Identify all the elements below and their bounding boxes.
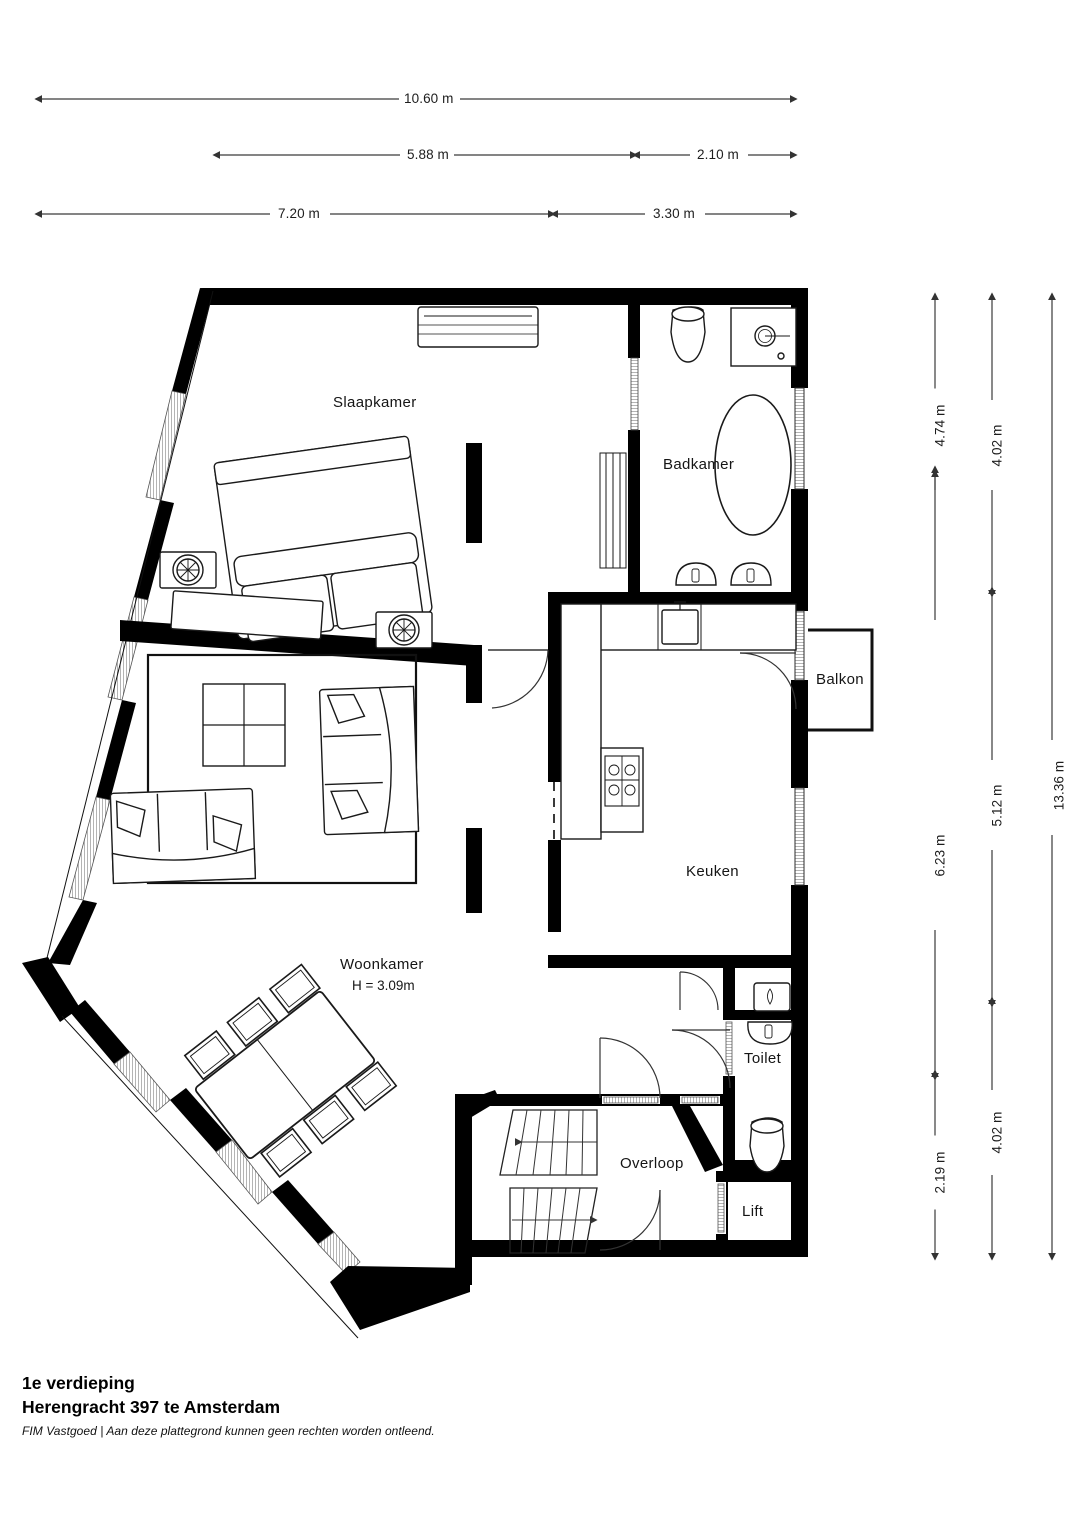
door-swings xyxy=(488,649,797,1251)
living-furniture xyxy=(109,653,420,885)
room-label-keuken: Keuken xyxy=(686,863,739,880)
toiletroom-fixtures xyxy=(747,982,793,1173)
shower xyxy=(730,307,797,367)
nightstand-left xyxy=(159,551,217,589)
dim-label-h-5: 3.30 m xyxy=(648,206,700,221)
dim-label-v-623: 6.23 m xyxy=(932,818,948,893)
bath-door-left xyxy=(630,357,639,431)
caption-disclaimer: FIM Vastgoed | Aan deze plattegrond kunn… xyxy=(22,1424,435,1439)
wall-bath-kitchen xyxy=(548,592,796,604)
bedroom-furniture xyxy=(159,306,539,649)
bath-toilet xyxy=(670,306,706,363)
kitchen-counter-left xyxy=(560,603,602,840)
wall-toilet-left-2 xyxy=(723,1075,735,1170)
dimension-lines-vertical xyxy=(931,292,1056,1261)
wall-exterior-right-3 xyxy=(791,680,808,788)
wc-pan xyxy=(749,1117,785,1173)
dim-label-h-4: 7.20 m xyxy=(273,206,325,221)
kitchen-opening xyxy=(548,782,561,840)
dining-set xyxy=(183,963,398,1179)
wall-exterior-left-angled xyxy=(25,288,214,967)
cushion-right xyxy=(212,814,243,853)
dim-label-v-219: 2.19 m xyxy=(932,1135,948,1210)
wall-bath-left-2 xyxy=(628,430,640,600)
dim-label-v-1336: 13.36 m xyxy=(1051,744,1067,827)
wall-bath-left-1 xyxy=(628,300,640,358)
wall-lift-top xyxy=(716,1171,808,1182)
balkon-outline xyxy=(808,628,874,732)
room-label-lift: Lift xyxy=(742,1203,764,1220)
radiator xyxy=(599,452,627,569)
wall-stairwell-left xyxy=(455,1100,472,1285)
room-label-woonkamer: Woonkamer xyxy=(340,956,424,973)
door-leaf-overloop-1 xyxy=(603,1096,659,1104)
door-leaf-overloop-2 xyxy=(681,1096,719,1104)
wall-toilet-top xyxy=(723,1010,808,1020)
dim-label-h-1: 10.60 m xyxy=(399,91,459,106)
plan-geometry xyxy=(22,288,874,1340)
dim-label-v-402a: 4.02 m xyxy=(989,408,1005,483)
room-label-toilet: Toilet xyxy=(744,1050,782,1067)
wall-exterior-south-tip xyxy=(330,1266,470,1330)
caption-floor: 1e verdieping xyxy=(22,1373,135,1393)
room-label-slaapkamer: Slaapkamer xyxy=(333,394,417,411)
dim-label-h-3: 2.10 m xyxy=(692,147,744,162)
wall-pier-lower xyxy=(466,828,482,913)
room-label-badkamer: Badkamer xyxy=(663,456,735,473)
wall-toilet-left-1 xyxy=(723,968,735,1010)
window-right-3 xyxy=(794,787,805,886)
wall-corner-southwest xyxy=(22,957,80,1022)
nightstand-right xyxy=(375,611,433,649)
wall-pier-mid xyxy=(466,645,482,703)
wall-exterior-right-2 xyxy=(791,489,808,611)
room-label-overloop: Overloop xyxy=(620,1155,684,1172)
staircase-upper xyxy=(499,1109,598,1176)
bed-headboard xyxy=(213,435,412,486)
wall-overloop-slant xyxy=(672,1106,723,1172)
kitchen-fixtures xyxy=(560,601,797,840)
staircase-lower xyxy=(509,1187,598,1254)
sofa-right xyxy=(318,685,420,836)
caption-address: Herengracht 397 te Amsterdam xyxy=(22,1396,281,1417)
room-label-balkon: Balkon xyxy=(816,671,864,688)
wall-pier-upper xyxy=(466,443,482,543)
bathroom-fixtures xyxy=(599,306,797,586)
bedroom-bench xyxy=(170,590,324,640)
wardrobe xyxy=(417,306,539,348)
wall-exterior-bottom xyxy=(455,1240,808,1257)
vanity xyxy=(675,562,772,586)
bed-duvet-fold xyxy=(233,532,420,587)
lift-door-leaf xyxy=(717,1183,725,1233)
dim-label-v-402b: 4.02 m xyxy=(989,1095,1005,1170)
dining-chairs xyxy=(183,963,398,1179)
kitchen-sink xyxy=(661,609,699,645)
sofa-three-seat xyxy=(109,787,257,885)
window-right-1 xyxy=(794,387,805,490)
plan-caption: 1e verdieping Herengracht 397 te Amsterd… xyxy=(22,1372,642,1438)
wall-exterior-right-4 xyxy=(791,885,808,1257)
wall-kitchen-bottom xyxy=(548,955,808,968)
wall-exterior-top xyxy=(200,288,808,305)
bathtub xyxy=(714,394,792,536)
dim-label-v-512: 5.12 m xyxy=(989,768,1005,843)
wall-kitchen-left xyxy=(548,592,561,932)
cushion-left xyxy=(115,800,146,838)
dimension-lines-horizontal xyxy=(34,95,798,218)
dim-label-v-474: 4.74 m xyxy=(932,388,948,463)
room-height-woonkamer: H = 3.09m xyxy=(352,978,415,993)
wall-exterior-southwest xyxy=(61,1000,361,1339)
dim-label-h-2: 5.88 m xyxy=(402,147,454,162)
